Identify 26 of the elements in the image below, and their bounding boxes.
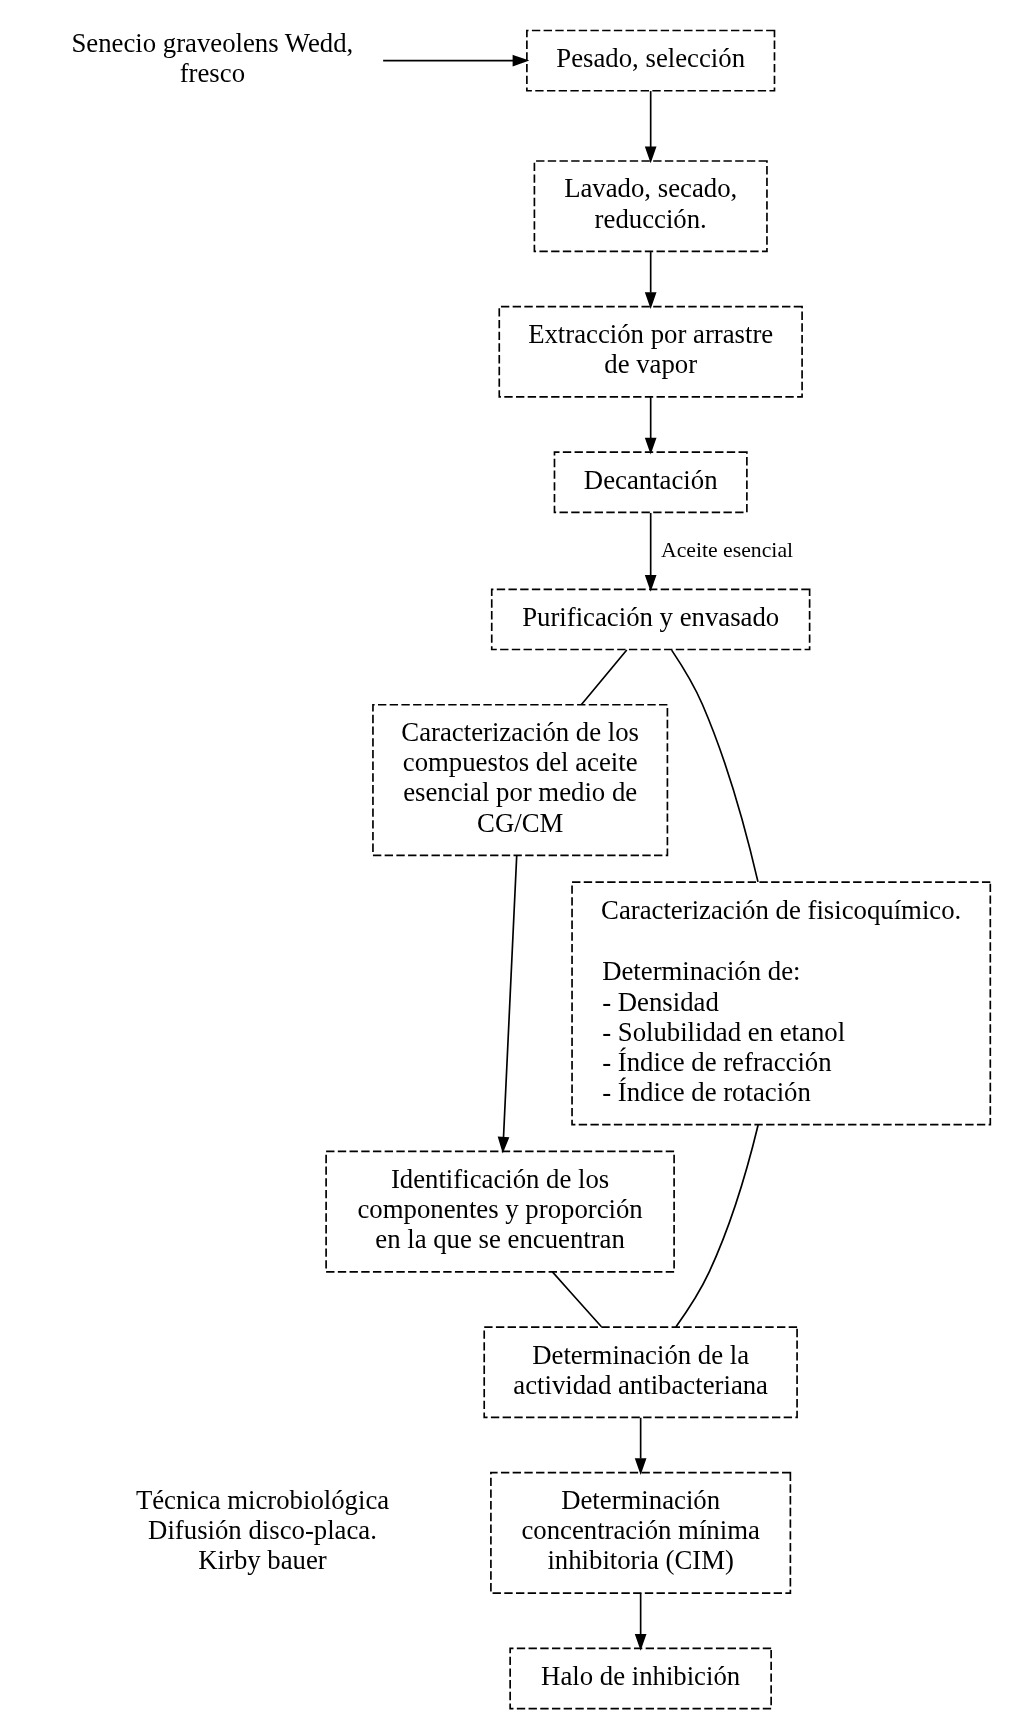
arrow	[644, 90, 657, 164]
arrow	[634, 1416, 647, 1475]
node-box: Purificación y envasado	[490, 588, 811, 651]
node-box: Decantación	[553, 451, 748, 514]
arrow	[644, 251, 657, 309]
node-box: Halo de inhibición	[509, 1647, 772, 1710]
node-box: Caracterización de los compuestos del aceite esencial por medio de CG/CM	[372, 703, 669, 857]
connector	[580, 649, 628, 706]
arrow	[382, 54, 530, 67]
node-label: Técnica microbiológica Difusión disco-placa. Kirby bauer	[135, 1485, 390, 1576]
arrow	[634, 1592, 647, 1651]
node-box: Identificación de los componentes y proporción en la que se encuentran	[325, 1150, 675, 1273]
edge-label: Aceite esencial	[660, 537, 794, 562]
arrow	[644, 512, 657, 592]
node-box: Extracción por arrastre de vapor	[498, 305, 803, 398]
node-box: Caracterización de fisicoquímico. Determinación de: - Densidad - Solubilidad en etanol - Índice de refracción - Índice de rotación	[571, 881, 992, 1126]
node-box: Determinación de la actividad antibacteriana	[483, 1326, 798, 1419]
arrow	[644, 396, 657, 455]
arrow	[497, 854, 518, 1154]
node-text: Senecio graveolens Wedd, fresco	[71, 27, 354, 89]
connector	[675, 1124, 759, 1328]
node-box: Determinación concentración mínima inhibitoria (CIM)	[490, 1471, 792, 1594]
connector	[670, 649, 759, 883]
node-box: Pesado, selección	[526, 29, 776, 92]
node-box: Lavado, secado, reducción.	[533, 160, 768, 253]
connector	[551, 1271, 603, 1328]
